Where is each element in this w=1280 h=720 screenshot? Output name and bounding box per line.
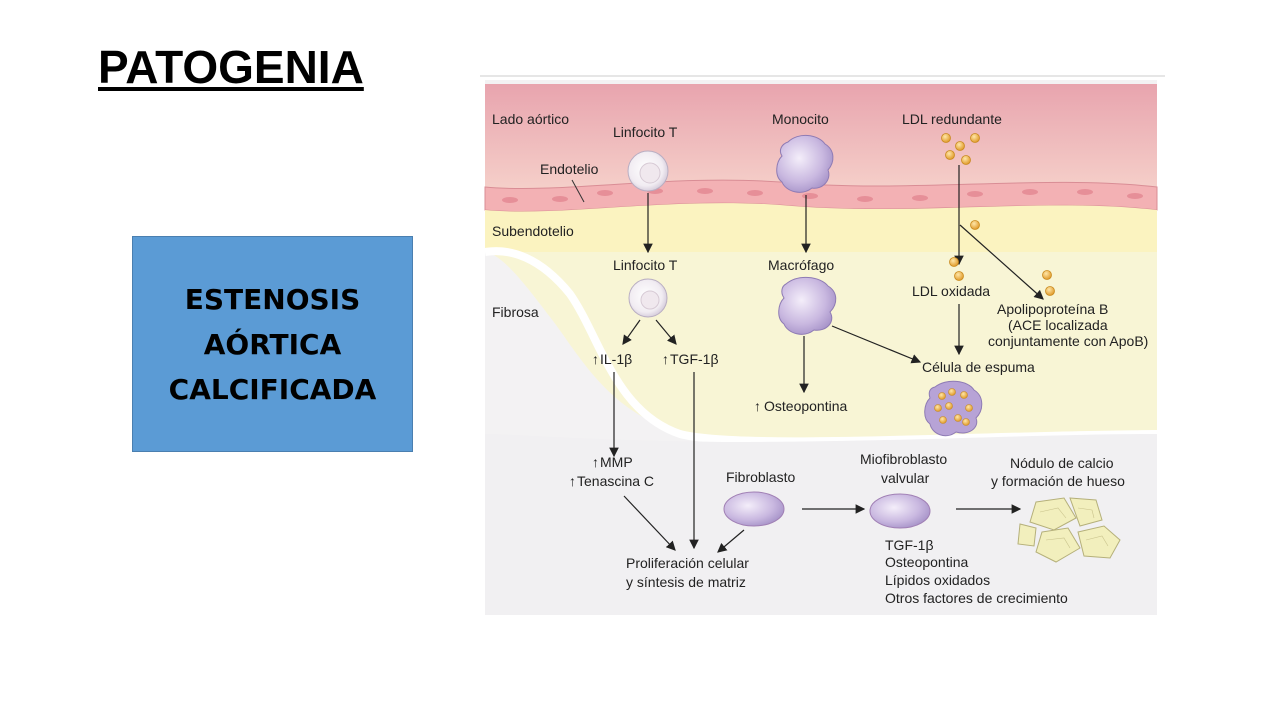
t-lymphocyte-sub-nucleus xyxy=(640,290,660,310)
label-tenascin: Tenascina C xyxy=(577,473,654,489)
factor-item-3: Lípidos oxidados xyxy=(885,572,990,588)
label-fibrosa: Fibrosa xyxy=(492,304,539,320)
subendothelium-layer xyxy=(485,203,1157,252)
arrow-lymph-to-tgf xyxy=(655,319,677,345)
slide-title: PATOGENIA xyxy=(98,41,364,93)
label-il1b: IL-1β xyxy=(600,351,632,367)
label-ldl-redundant: LDL redundante xyxy=(902,111,1002,127)
label-tgf1b: TGF-1β xyxy=(670,351,719,367)
factor-item-4: Otros factores de crecimiento xyxy=(885,590,1068,606)
t-lymphocyte-top-nucleus xyxy=(639,162,661,184)
label-endothelium: Endotelio xyxy=(540,161,599,177)
uparrow-osteopontin: ↑ xyxy=(754,398,761,414)
label-apob-line1: Apolipoproteína B xyxy=(997,301,1108,317)
fibroblast-cell xyxy=(723,491,785,527)
label-t-lymphocyte-top: Linfocito T xyxy=(613,124,678,140)
label-foam-cell: Célula de espuma xyxy=(922,359,1035,375)
factor-item-2: Osteopontina xyxy=(885,554,968,570)
uparrow-il1b: ↑ xyxy=(592,351,599,367)
myofibroblast-cell xyxy=(869,493,931,529)
calcium-nodule xyxy=(1017,497,1121,563)
label-calcium-nodule-line1: Nódulo de calcio xyxy=(1010,455,1114,471)
ldl-particles-oxidized xyxy=(949,220,1055,296)
label-apob-line2: (ACE localizada xyxy=(1008,317,1108,333)
label-myofibroblast-line2: valvular xyxy=(881,470,930,486)
label-fibroblast: Fibroblasto xyxy=(726,469,795,485)
label-macrophage: Macrófago xyxy=(768,257,834,273)
topic-label: ESTENOSIS AÓRTICA CALCIFICADA xyxy=(168,282,377,406)
arrow-macrophage-to-foam xyxy=(831,325,922,364)
monocyte-cell xyxy=(776,135,834,193)
valve-surface xyxy=(485,434,1157,615)
endothelium-pointer xyxy=(571,179,585,203)
pathogenesis-diagram: Lado aórtico Endotelio Subendotelio Fibr… xyxy=(480,75,1165,615)
uparrow-mmp: ↑ xyxy=(592,454,599,470)
label-proliferation-line1: Proliferación celular xyxy=(626,555,749,571)
label-calcium-nodule-line2: y formación de hueso xyxy=(991,473,1125,489)
label-monocyte: Monocito xyxy=(772,111,829,127)
ldl-particles-lumen xyxy=(941,133,980,165)
macrophage-cell xyxy=(778,277,837,335)
topic-box: ESTENOSIS AÓRTICA CALCIFICADA xyxy=(132,236,413,452)
label-mmp: MMP xyxy=(600,454,633,470)
label-apob-line3: conjuntamente con ApoB) xyxy=(988,333,1148,349)
label-myofibroblast-line1: Miofibroblasto xyxy=(860,451,947,467)
arrow-ldl-to-apob xyxy=(959,224,1044,300)
label-osteopontin: Osteopontina xyxy=(764,398,847,414)
label-t-lymphocyte-sub: Linfocito T xyxy=(613,257,678,273)
label-proliferation-line2: y síntesis de matriz xyxy=(626,574,746,590)
foam-cell-lipid-droplets xyxy=(934,388,973,426)
arrow-mmp-to-proliferation xyxy=(623,495,676,551)
label-ldl-oxidized: LDL oxidada xyxy=(912,283,990,299)
arrow-fibroblast-to-proliferation xyxy=(717,529,745,553)
label-subendothelium: Subendotelio xyxy=(492,223,574,239)
calcium-nodule-texture xyxy=(1039,507,1109,549)
uparrow-tenascin: ↑ xyxy=(569,473,576,489)
uparrow-tgf: ↑ xyxy=(662,351,669,367)
label-aortic-side: Lado aórtico xyxy=(492,111,569,127)
factor-item-1: TGF-1β xyxy=(885,537,934,553)
arrow-lymph-to-il1b xyxy=(622,319,641,345)
